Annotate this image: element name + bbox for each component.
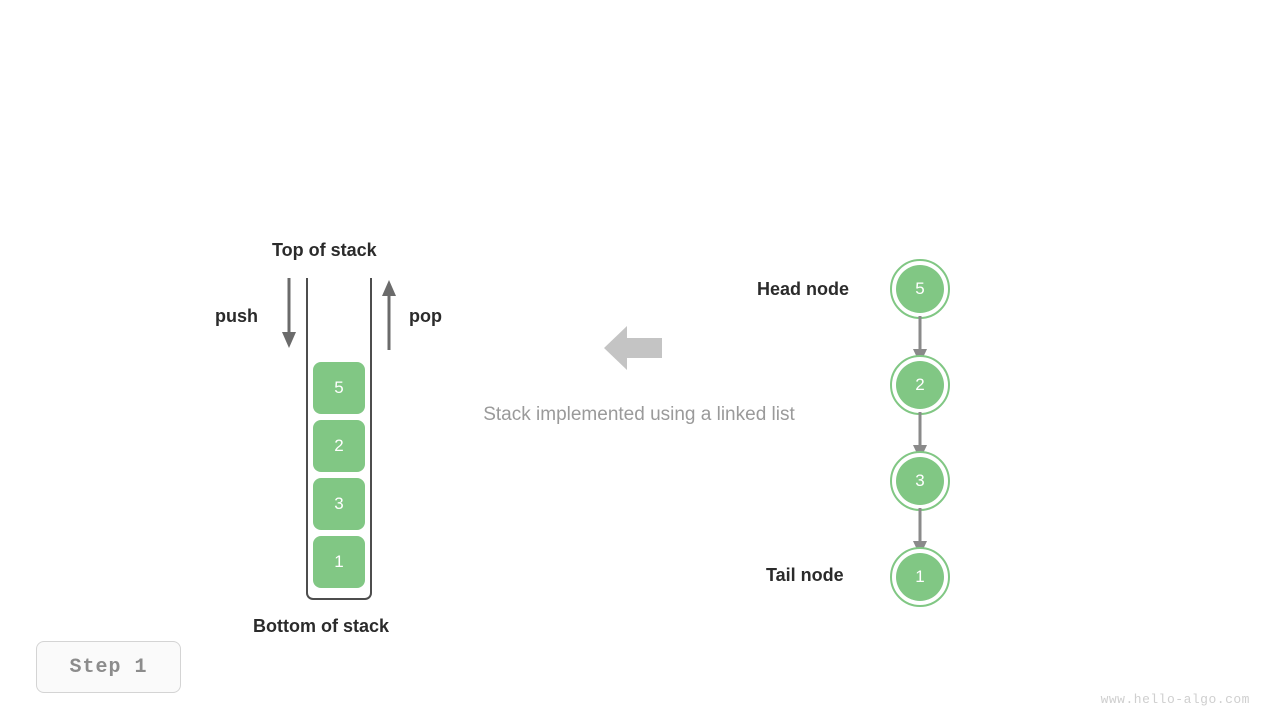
pop-arrow-icon [382, 280, 396, 350]
linked-list-node: 1 [890, 547, 950, 607]
conversion-left-arrow-icon [604, 326, 662, 370]
pop-label: pop [409, 306, 442, 326]
bottom-of-stack-label: Bottom of stack [253, 616, 390, 636]
linked-list-node-value: 1 [896, 553, 944, 601]
stack-cell-list: 5 2 3 1 [313, 362, 365, 588]
linked-list-node-value: 5 [896, 265, 944, 313]
linked-list-node: 2 [890, 355, 950, 415]
linked-list-node: 5 [890, 259, 950, 319]
conversion-caption: Stack implemented using a linked list [483, 404, 795, 425]
push-arrow-icon [282, 278, 296, 348]
linked-list-node: 3 [890, 451, 950, 511]
step-badge: Step 1 [36, 641, 181, 693]
top-of-stack-label: Top of stack [272, 240, 377, 260]
linked-list-node-value: 2 [896, 361, 944, 409]
stack-cell: 2 [313, 420, 365, 472]
watermark: www.hello-algo.com [1100, 692, 1250, 707]
stack-container [306, 278, 372, 600]
stack-cell: 3 [313, 478, 365, 530]
head-node-label: Head node [757, 279, 850, 299]
linked-list-node-value: 3 [896, 457, 944, 505]
stack-cell: 5 [313, 362, 365, 414]
push-label: push [215, 306, 258, 326]
tail-node-label: Tail node [766, 565, 844, 585]
stack-cell: 1 [313, 536, 365, 588]
